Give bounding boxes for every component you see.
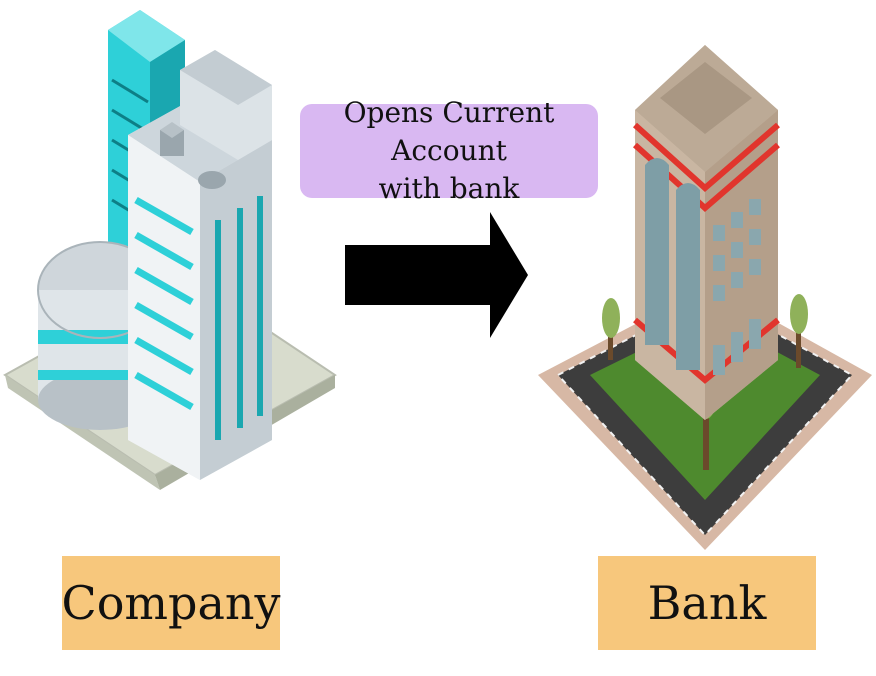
- relationship-callout: Opens Current Account with bank: [300, 96, 598, 205]
- company-building-icon: [3, 10, 337, 490]
- callout-line-1: Opens Current Account: [343, 96, 555, 167]
- tree-icon: [790, 294, 808, 368]
- bank-building-icon: [538, 45, 872, 550]
- company-label: Company: [62, 556, 281, 650]
- callout-line-2: with bank: [378, 172, 520, 205]
- arrow-right-icon: [345, 212, 528, 338]
- bank-label: Bank: [598, 556, 816, 650]
- tree-icon: [602, 298, 620, 360]
